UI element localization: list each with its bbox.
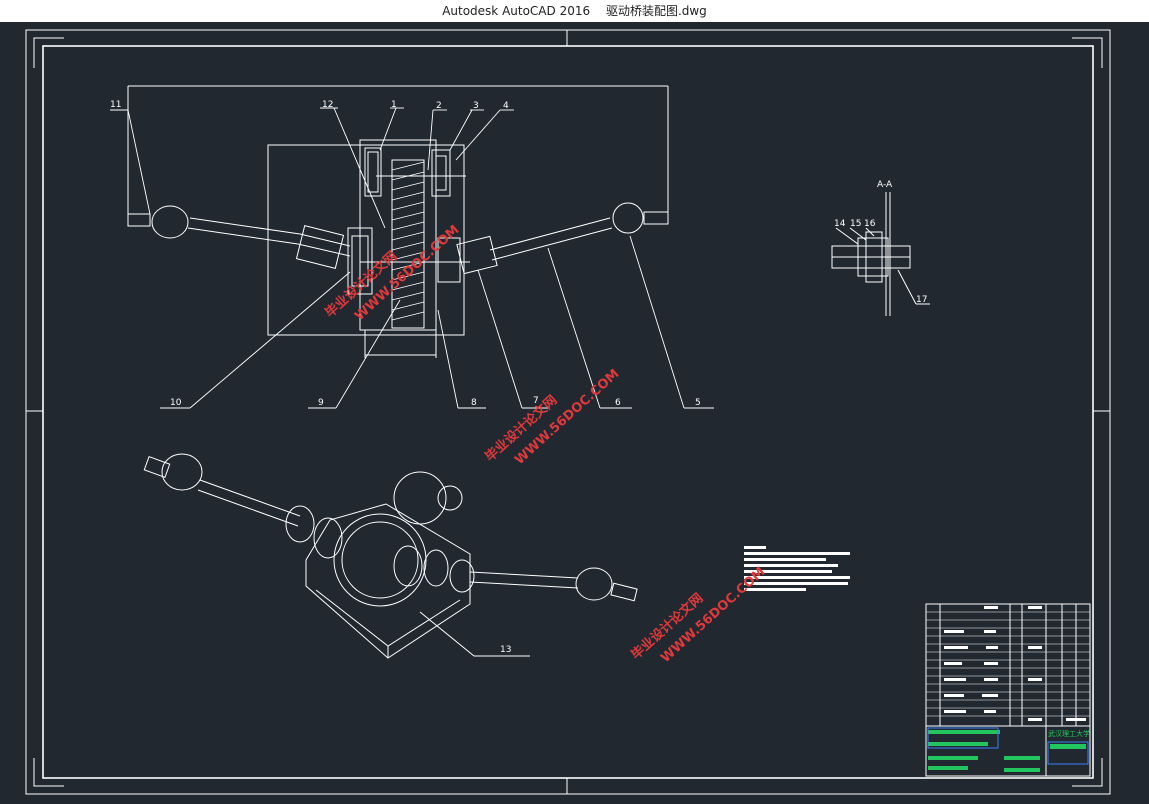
assembly-front-view — [127, 85, 669, 358]
balloon-label: 15 — [850, 219, 861, 229]
cad-drawing: 毕业设计论文网 WWW.56DOC.COM 毕业设计论文网 WWW.56DOC.… — [25, 29, 1111, 795]
balloon-label: 16 — [864, 219, 876, 229]
balloon-label: 12 — [322, 100, 333, 110]
drawing-canvas[interactable]: 毕业设计论文网 WWW.56DOC.COM 毕业设计论文网 WWW.56DOC.… — [0, 22, 1149, 800]
balloon-label: 1 — [391, 100, 397, 110]
balloon-label: 14 — [834, 219, 846, 229]
title-block-school: 武汉理工大学 — [1048, 729, 1090, 738]
balloon-label: 2 — [436, 101, 442, 111]
balloon-label: 17 — [916, 295, 927, 305]
balloon-label: 11 — [110, 100, 121, 110]
part-balloons: 1 2 3 4 5 6 7 8 9 10 11 12 13 14 15 16 1… — [110, 100, 1090, 738]
watermarks: 毕业设计论文网 WWW.56DOC.COM 毕业设计论文网 WWW.56DOC.… — [322, 223, 768, 666]
technical-notes — [744, 546, 850, 591]
section-a-a-view — [831, 192, 930, 316]
balloon-label: 9 — [318, 398, 324, 408]
outer-sheet-border — [25, 29, 1111, 795]
balloon-label: 3 — [473, 101, 479, 111]
title-block-green-fields — [928, 730, 1086, 772]
title-block-rows — [926, 611, 1090, 717]
title-block-blue-fields — [927, 727, 1089, 765]
inner-sheet-border — [42, 45, 1094, 779]
balloon-label: 10 — [170, 398, 182, 408]
title-block — [925, 603, 1091, 777]
title-block-cell-text — [944, 606, 1086, 721]
balloon-label: 4 — [503, 101, 509, 111]
isometric-view — [143, 453, 638, 659]
file-name: 驱动桥装配图.dwg — [605, 4, 707, 18]
balloon-label: 5 — [695, 398, 701, 408]
balloon-label: 8 — [471, 398, 477, 408]
section-label: A-A — [877, 180, 893, 190]
app-title: Autodesk AutoCAD 2016 — [442, 4, 591, 18]
balloon-label: 13 — [500, 645, 511, 655]
balloon-label: 6 — [615, 398, 621, 408]
window-title-bar: Autodesk AutoCAD 2016 驱动桥装配图.dwg — [0, 0, 1149, 22]
balloon-label: 7 — [533, 396, 539, 406]
